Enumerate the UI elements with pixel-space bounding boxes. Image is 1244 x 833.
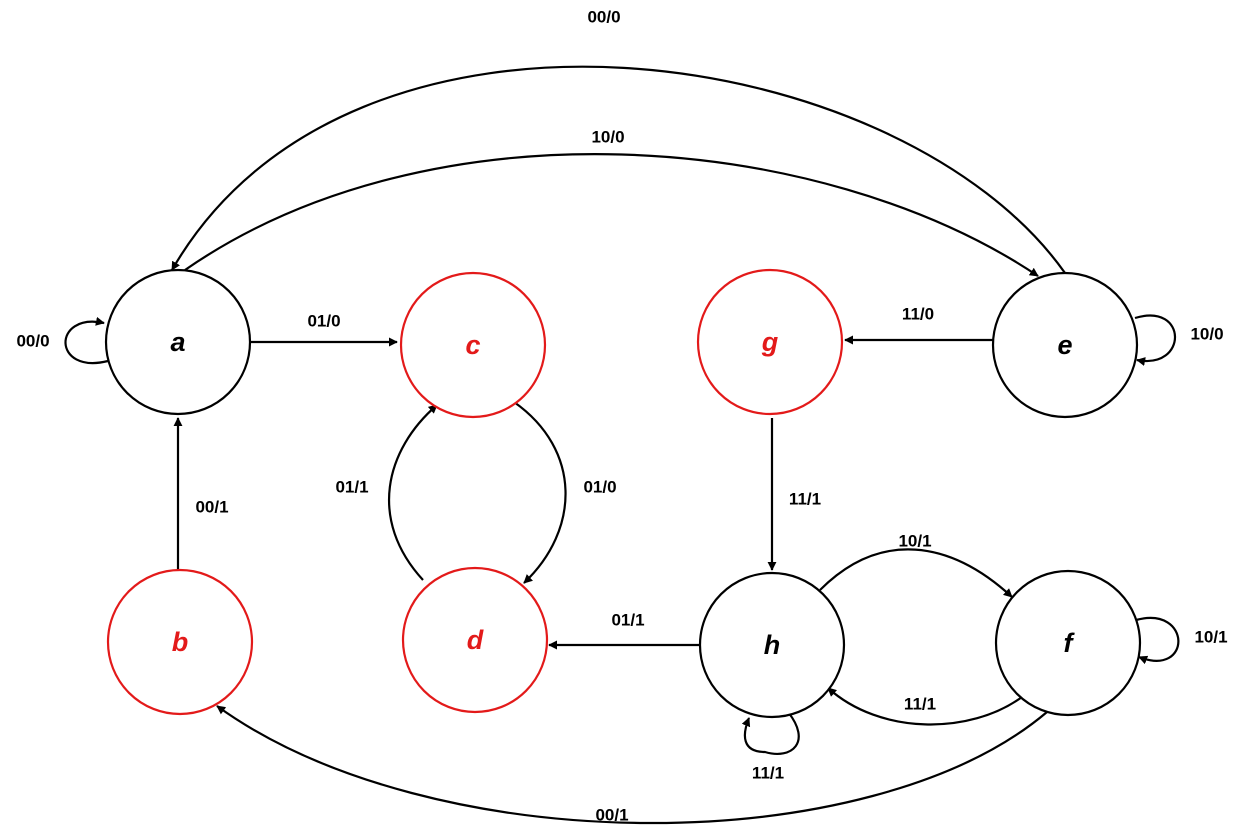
state-label-c: c xyxy=(465,330,480,360)
transition-label-f-to-b: 00/1 xyxy=(595,805,628,824)
transition-label-f-to-f: 10/1 xyxy=(1194,627,1227,646)
transition-label-a-to-e: 10/0 xyxy=(591,127,624,146)
state-node-f xyxy=(994,569,1142,717)
state-node-b xyxy=(106,568,254,716)
transition-arrow-e-to-e xyxy=(1134,314,1177,366)
state-node-g xyxy=(696,268,844,416)
transition-arrow-h-to-h xyxy=(741,711,800,755)
state-label-g: g xyxy=(761,327,779,357)
transition-label-e-to-e: 10/0 xyxy=(1190,324,1223,343)
transition-arrow-h-to-f xyxy=(819,548,1013,598)
transition-label-a-to-c: 01/0 xyxy=(307,311,340,330)
transition-label-g-to-h: 11/1 xyxy=(789,489,821,508)
transition-arrow-e-to-a xyxy=(171,65,1066,274)
transition-labels-layer: 00/0 10/0 00/0 01/0 11/0 10/0 00/1 01/1 01/0 11/1… xyxy=(16,7,1227,824)
transition-arrow-a-to-a xyxy=(64,316,109,364)
transition-arrow-f-to-b xyxy=(216,705,1048,825)
transition-arrow-f-to-f xyxy=(1135,616,1180,665)
state-label-a: a xyxy=(170,327,185,357)
transition-label-a-to-a: 00/0 xyxy=(16,331,49,350)
transition-arrow-d-to-c xyxy=(388,404,438,581)
state-node-a xyxy=(104,268,252,416)
transition-label-h-to-h: 11/1 xyxy=(752,763,784,782)
transition-label-f-to-h: 11/1 xyxy=(904,694,936,713)
transition-label-h-to-d: 01/1 xyxy=(611,610,644,629)
transition-arrow-c-to-d xyxy=(513,401,567,584)
state-node-e xyxy=(991,271,1139,419)
transition-label-d-to-c: 01/1 xyxy=(335,477,368,496)
state-label-h: h xyxy=(764,630,781,660)
state-node-h xyxy=(698,571,846,719)
transition-label-e-to-a: 00/0 xyxy=(587,7,620,26)
state-label-d: d xyxy=(467,625,484,655)
state-node-d xyxy=(401,566,549,714)
transitions-layer xyxy=(64,65,1180,825)
state-label-e: e xyxy=(1057,330,1072,360)
state-label-b: b xyxy=(172,627,189,657)
transition-label-h-to-f: 10/1 xyxy=(898,531,931,550)
transition-label-b-to-a: 00/1 xyxy=(195,497,228,516)
transition-label-c-to-d: 01/0 xyxy=(583,477,616,496)
transition-label-e-to-g: 11/0 xyxy=(902,304,934,323)
transition-arrow-f-to-h xyxy=(827,687,1023,726)
state-node-c xyxy=(399,271,547,419)
transition-arrow-a-to-e xyxy=(184,153,1039,277)
